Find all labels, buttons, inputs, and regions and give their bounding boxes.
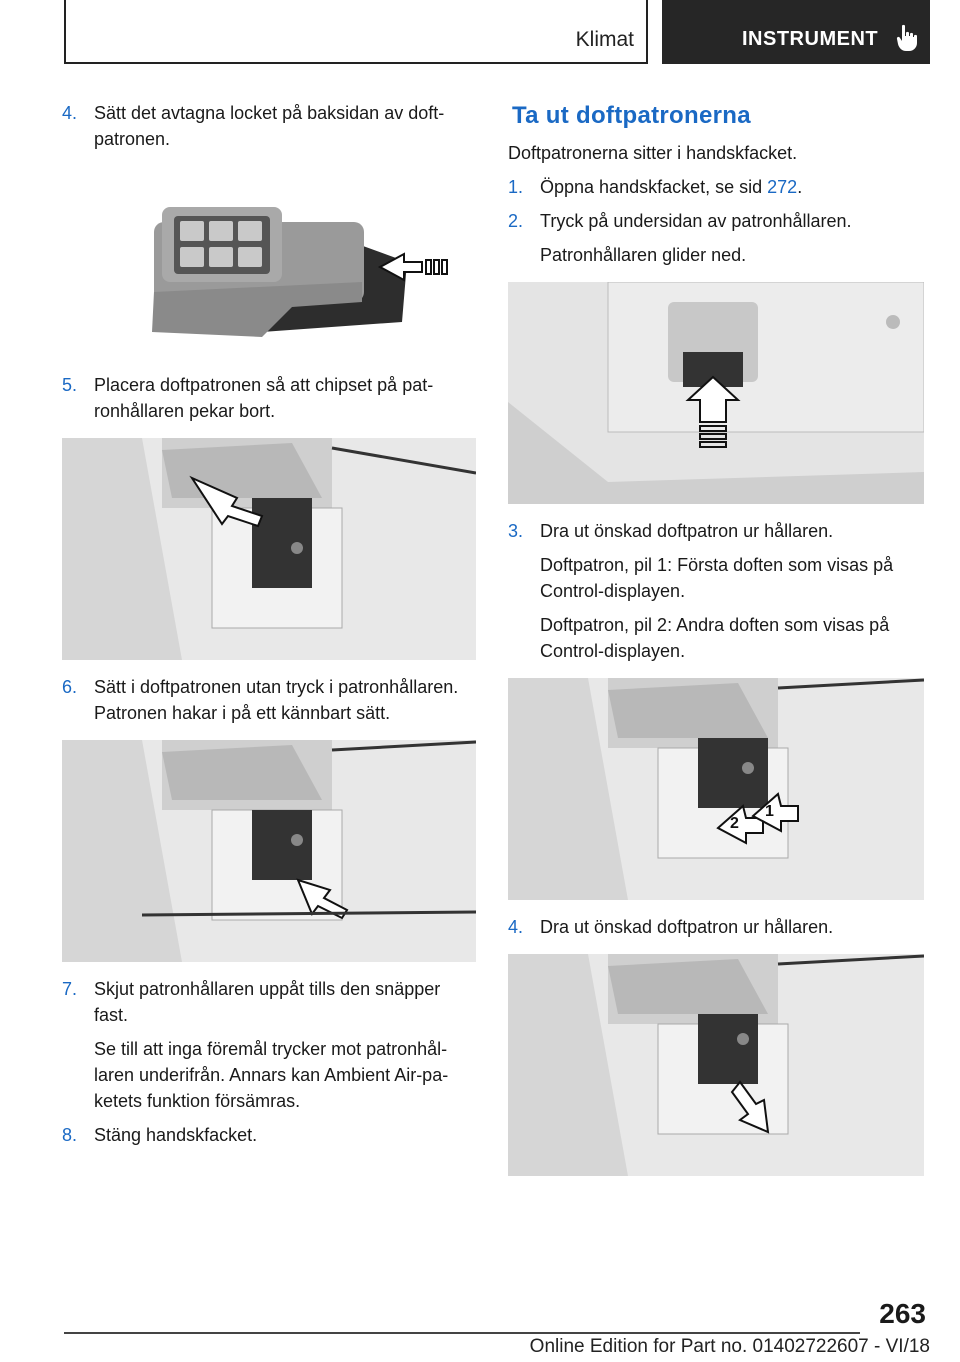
- remove-step-3: 3. Dra ut önskad doftpatron ur hållaren.: [508, 521, 834, 541]
- figure-insert-cartridge: [62, 740, 478, 962]
- left-column: 4. Sätt det avtagna locket på baksidan a…: [62, 100, 478, 1156]
- remove-step-2-note: Patronhållaren glider ned.: [540, 245, 747, 265]
- step-7: 7. Skjut patronhållaren uppåt tills den …: [62, 979, 441, 1025]
- header-chapter-title: INSTRUMENT: [742, 28, 879, 50]
- footer-edition: Online Edition for Part no. 01402722607 …: [529, 1336, 930, 1357]
- section-intro: Doftpatronerna sitter i handskfacket.: [508, 143, 798, 163]
- figure-press-holder: [508, 282, 924, 504]
- figure-cartridge-lid: [152, 202, 478, 342]
- footer-divider: [64, 1332, 860, 1334]
- step-4: 4. Sätt det avtagna locket på baksidan a…: [62, 103, 445, 149]
- right-column: Ta ut doftpatronerna Doftpatronerna sitt…: [508, 100, 924, 1190]
- remove-step-4: 4. Dra ut önskad doftpatron ur hållaren.: [508, 917, 834, 937]
- page-link[interactable]: 272: [767, 177, 798, 197]
- step-8: 8. Stäng handskfacket.: [62, 1125, 258, 1145]
- arrow-label-2: 2: [730, 815, 739, 832]
- header-chapter-tab: INSTRUMENT: [662, 0, 930, 64]
- section-title: Ta ut doftpatronerna: [512, 102, 751, 129]
- remove-step-3-note-2: Doftpatron, pil 2: Andra doften som visa…: [540, 615, 890, 661]
- header-section-title: Klimat: [575, 28, 634, 51]
- figure-place-cartridge: [62, 438, 478, 660]
- remove-step-2: 2. Tryck på undersidan av patronhållaren…: [508, 211, 852, 231]
- header-section-box: Klimat: [64, 0, 648, 64]
- page-number: 263: [879, 1298, 926, 1329]
- figure-two-cartridges: 2 1: [508, 678, 924, 900]
- remove-step-1: 1. Öppna handskfacket, se sid 272.: [508, 177, 803, 197]
- figure-pull-cartridge: [508, 954, 924, 1176]
- pointing-hand-icon: [896, 24, 917, 51]
- step-7-note: Se till att inga föremål trycker mot pat…: [94, 1039, 449, 1111]
- remove-step-3-note-1: Doftpatron, pil 1: Första doften som vis…: [540, 555, 894, 601]
- step-5: 5. Placera doftpatronen så att chipset p…: [62, 375, 434, 421]
- arrow-label-1: 1: [765, 803, 774, 820]
- step-6: 6. Sätt i doftpatronen utan tryck i patr…: [62, 677, 459, 723]
